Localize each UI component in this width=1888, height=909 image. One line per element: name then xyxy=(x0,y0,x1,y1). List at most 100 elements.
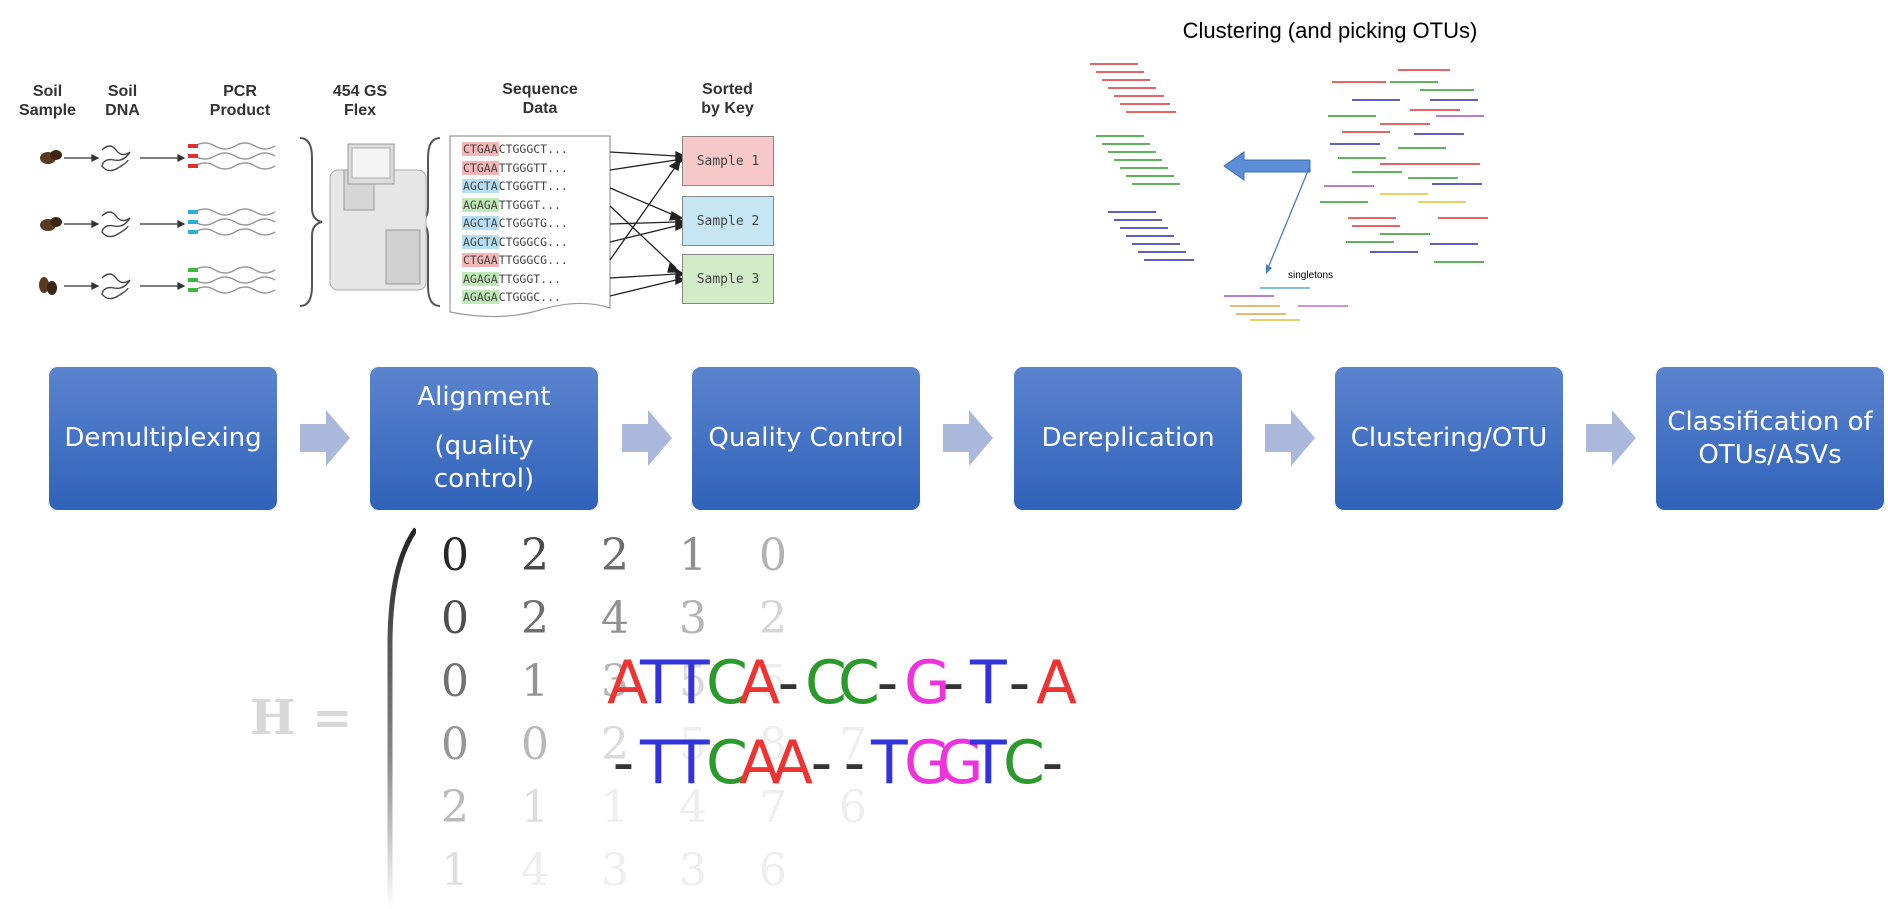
sample-box-3: Sample 3 xyxy=(682,254,774,304)
alignment-char: T xyxy=(871,728,908,798)
matrix-cell: 2 xyxy=(759,593,787,644)
sequence-row: AGCTACTGGGTT... xyxy=(462,179,568,193)
matrix-cell: 4 xyxy=(601,593,629,644)
sequence-key: AGAGA xyxy=(462,197,499,212)
alignment-char: - xyxy=(942,648,965,718)
alignment-char: A xyxy=(739,648,781,718)
step-alignment-sublabel-2: control) xyxy=(433,464,535,494)
step-dereplication: Dereplication xyxy=(1013,366,1243,511)
matrix-cell: 4 xyxy=(521,845,549,896)
step-demultiplexing: Demultiplexing xyxy=(48,366,278,511)
matrix-cell: 1 xyxy=(521,656,549,707)
matrix-cell: 3 xyxy=(679,845,707,896)
cluster-arrow-icon xyxy=(1223,151,1311,274)
alignment-char: C xyxy=(706,648,748,718)
matrix-cell: 2 xyxy=(601,719,629,770)
step-clustering-otu: Clustering/OTU xyxy=(1334,366,1564,511)
sequence-rest: TTGGGT... xyxy=(498,197,561,212)
col-label-soil-sample: Soil Sample xyxy=(19,83,76,119)
soil-sample-icons xyxy=(39,150,62,295)
sequence-rest: CTGGGC... xyxy=(498,290,561,304)
pcr-helix-icons xyxy=(188,142,276,294)
matrix-cell: 0 xyxy=(759,530,787,581)
alignment-char: - xyxy=(843,728,866,798)
matrix-cell: 0 xyxy=(441,530,469,581)
matrix-cell: 6 xyxy=(839,782,867,833)
pipeline-arrow-3 xyxy=(943,410,993,466)
alignment-char: A xyxy=(1036,648,1078,718)
step-classification-label-1: Classification of xyxy=(1667,406,1873,437)
blue-sequence-cluster xyxy=(1108,211,1194,261)
sequence-key: AGCTA xyxy=(462,216,499,230)
alignment-char: C xyxy=(1003,728,1045,798)
alignment-char: - xyxy=(1008,648,1031,718)
demultiplexing-illustration: Soil Sample Soil DNA PCR Product 454 GS … xyxy=(0,70,790,330)
sequence-rest: CTGGGCT... xyxy=(498,142,568,156)
matrix-cell: 0 xyxy=(441,656,469,707)
sequence-rest: CTGGGTG... xyxy=(498,216,568,230)
alignment-char: G xyxy=(937,728,984,798)
matrix-cell: 2 xyxy=(441,782,469,833)
green-sequence-cluster xyxy=(1096,135,1180,185)
alignment-row-1: ATTCA-CC-G-T-A xyxy=(607,648,1078,718)
matrix-cell: 1 xyxy=(601,782,629,833)
matrix-cell: 3 xyxy=(601,845,629,896)
sequence-rest: TTGGGTT... xyxy=(498,160,568,175)
pipeline-arrow-5 xyxy=(1586,410,1636,466)
step-classification-label-2: OTUs/ASVs xyxy=(1698,439,1842,470)
matrix-cell: 2 xyxy=(601,530,629,581)
clustering-title: Clustering (and picking OTUs) xyxy=(1182,18,1478,43)
alignment-char: - xyxy=(612,728,635,798)
alignment-char: T xyxy=(970,648,1007,718)
singleton-sequences xyxy=(1224,287,1348,321)
matrix-cell: 0 xyxy=(441,593,469,644)
step-classification: Classification of OTUs/ASVs xyxy=(1655,366,1885,511)
matrix-cell: 0 xyxy=(441,719,469,770)
unsorted-sequences xyxy=(1320,69,1488,263)
sequence-row: AGAGATTGGGT... xyxy=(462,271,561,286)
singletons-label: singletons xyxy=(1288,270,1334,281)
matrix-cell: 7 xyxy=(759,782,787,833)
sequence-row: CTGAATTGGGCG... xyxy=(462,253,568,267)
alignment-char: C xyxy=(805,648,847,718)
matrix-cell: 2 xyxy=(521,530,549,581)
sequence-key: CTGAA xyxy=(462,253,499,267)
step-demultiplexing-label: Demultiplexing xyxy=(64,423,262,453)
sequence-rest: TTGGGT... xyxy=(498,271,561,286)
matrix-cell: 7 xyxy=(839,719,867,770)
clustering-drawing xyxy=(1090,63,1488,321)
alignment-char: - xyxy=(1041,728,1064,798)
sample-box-1: Sample 1 xyxy=(682,136,774,186)
matrix-cell: 3 xyxy=(601,656,629,707)
sample-label-2: Sample 2 xyxy=(696,213,760,229)
matrix-cell: 3 xyxy=(679,593,707,644)
col-label-sorted-by-key: Sorted by Key xyxy=(701,81,754,117)
dna-tangle-icons xyxy=(101,145,131,300)
sequence-row: CTGAATTGGGTT... xyxy=(462,160,568,175)
alignment-row-2: -TTCAA--TGGTC- xyxy=(607,728,1069,798)
alignment-char: A xyxy=(739,728,781,798)
matrix-cell: 2 xyxy=(521,593,549,644)
pipeline-arrow-4 xyxy=(1265,410,1315,466)
sequence-row: AGCTACTGGGTG... xyxy=(462,216,568,230)
sequence-key: CTGAA xyxy=(462,142,499,156)
sorting-arrows xyxy=(609,150,686,297)
sequence-row: AGAGACTGGGC... xyxy=(462,290,561,304)
matrix-cell: 1 xyxy=(441,845,469,896)
sequence-key: AGCTA xyxy=(462,234,499,249)
alignment-char: A xyxy=(772,728,814,798)
alignment-char: G xyxy=(904,648,951,718)
pipeline-arrow-2 xyxy=(622,410,672,466)
step-alignment-label: Alignment xyxy=(417,382,551,412)
step-alignment-sublabel-1: (quality xyxy=(434,431,534,461)
sample-box-2: Sample 2 xyxy=(682,196,774,246)
sequence-rest: CTGGGTT... xyxy=(498,179,568,193)
col-label-pcr-product: PCR Product xyxy=(209,83,271,119)
alignment-char: C xyxy=(838,648,880,718)
matrix-cell: 0 xyxy=(521,719,549,770)
step-quality-control: Quality Control xyxy=(691,366,921,511)
col-label-soil-dna: Soil DNA xyxy=(105,83,140,119)
alignment-char: - xyxy=(876,648,899,718)
alignment-char: - xyxy=(810,728,833,798)
col-label-sequence-data: Sequence Data xyxy=(502,81,578,117)
